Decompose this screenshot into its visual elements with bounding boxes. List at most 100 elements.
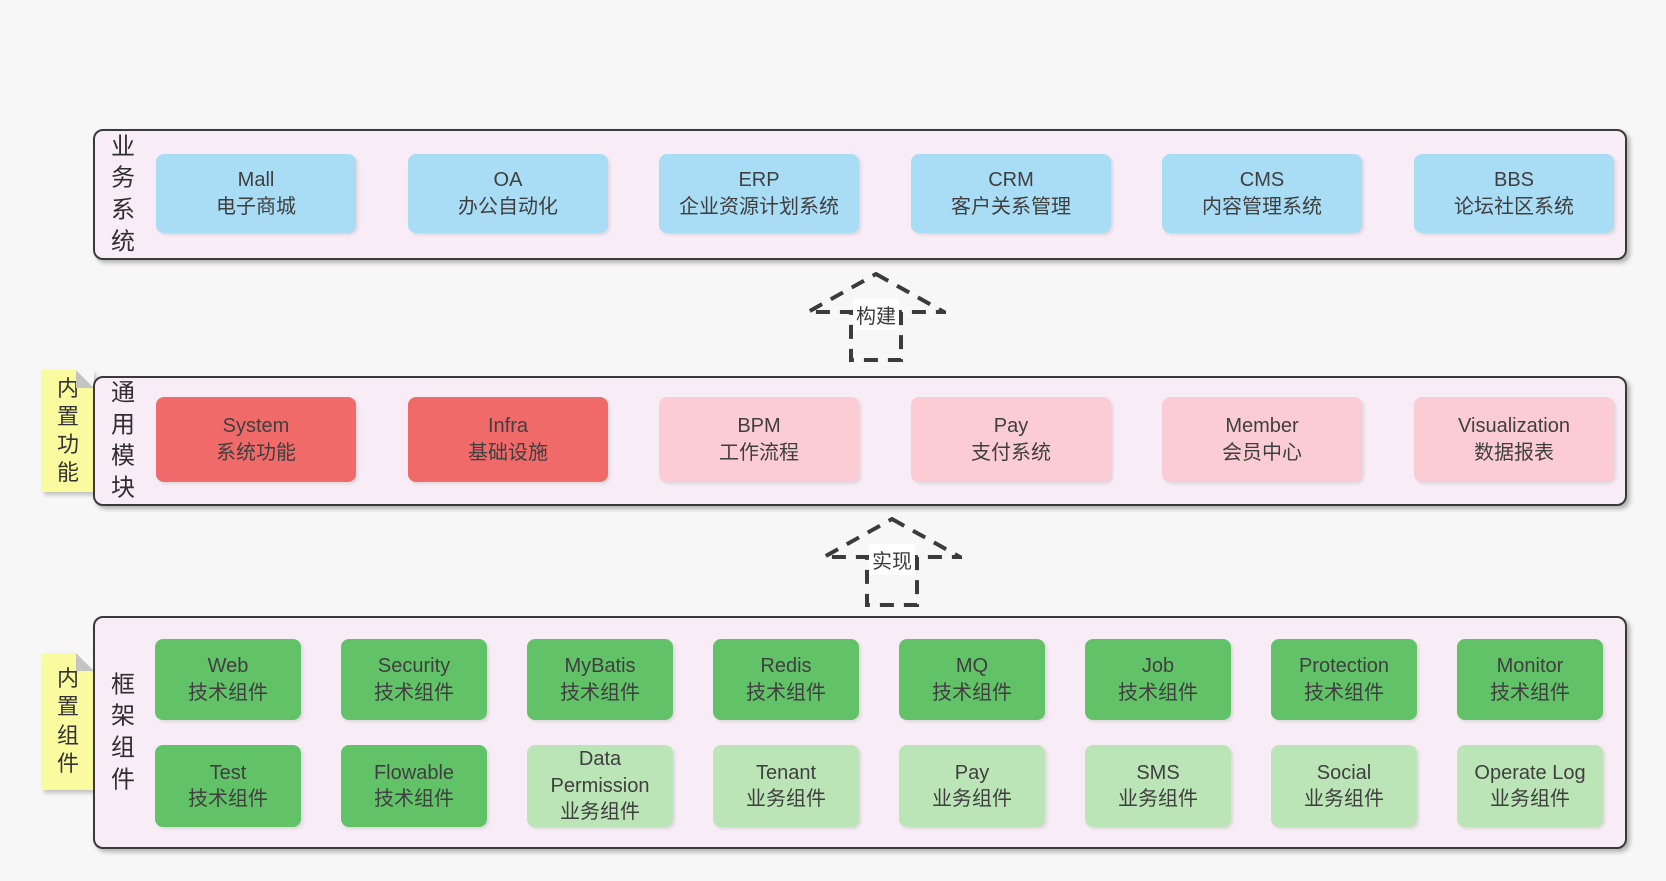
box-erp: ERP 企业资源计划系统: [659, 154, 859, 233]
box-visualization: Visualization 数据报表: [1414, 397, 1614, 482]
box-job: Job 技术组件: [1085, 639, 1231, 720]
sticky-tab-label: 内置组件: [56, 666, 79, 776]
box-mall: Mall 电子商城: [156, 154, 356, 233]
box-system: System 系统功能: [156, 397, 356, 482]
box-subtitle: 基础设施: [468, 441, 548, 464]
box-name: Security: [377, 655, 451, 678]
section-side-label: 业务系统: [111, 133, 135, 256]
sticky-tab-built-in-features: 内置功能: [42, 370, 94, 492]
box-subtitle: 技术组件: [1118, 681, 1198, 704]
box-subtitle: 支付系统: [971, 441, 1051, 464]
box-mq: MQ 技术组件: [899, 639, 1045, 720]
box-name: Job: [1141, 655, 1175, 678]
box-subtitle: 业务组件: [1490, 788, 1570, 810]
box-name: System: [222, 415, 290, 438]
box-social: Social 业务组件: [1271, 745, 1417, 827]
arrow-label: 实现: [869, 544, 915, 575]
box-name: Web: [207, 655, 249, 678]
box-redis: Redis 技术组件: [713, 639, 859, 720]
box-name: Mall: [237, 169, 275, 192]
box-subtitle: 技术组件: [560, 681, 640, 704]
box-name: BBS: [1493, 169, 1535, 192]
box-subtitle: 技术组件: [374, 788, 454, 810]
box-web: Web 技术组件: [155, 639, 301, 720]
box-name: MyBatis: [564, 655, 636, 678]
box-name: Redis: [760, 655, 812, 678]
box-subtitle: 办公自动化: [458, 195, 558, 218]
box-name: Member: [1225, 415, 1299, 438]
box-flowable: Flowable 技术组件: [341, 745, 487, 827]
sticky-tab-built-in-components: 内置组件: [42, 653, 94, 790]
box-subtitle: 论坛社区系统: [1454, 195, 1574, 218]
sticky-tab-label: 内置功能: [56, 375, 79, 486]
box-subtitle: 数据报表: [1474, 441, 1554, 464]
box-subtitle: 会员中心: [1222, 441, 1302, 464]
box-subtitle: 业务组件: [1304, 788, 1384, 810]
box-tenant: Tenant 业务组件: [713, 745, 859, 827]
box-subtitle: 技术组件: [1490, 681, 1570, 704]
box-pay: Pay 业务组件: [899, 745, 1045, 827]
box-subtitle: 技术组件: [188, 681, 268, 704]
box-name: Visualization: [1458, 415, 1570, 438]
box-name: ERP: [738, 169, 780, 192]
box-member: Member 会员中心: [1162, 397, 1362, 482]
box-name: BPM: [737, 415, 781, 438]
box-name: Pay: [993, 415, 1029, 438]
box-name: CRM: [988, 169, 1034, 192]
box-subtitle: 技术组件: [932, 681, 1012, 704]
box-subtitle: 技术组件: [188, 788, 268, 810]
box-name: Infra: [487, 415, 529, 438]
box-monitor: Monitor 技术组件: [1457, 639, 1603, 720]
box-name: Tenant: [755, 761, 817, 784]
box-name: Monitor: [1496, 655, 1564, 678]
box-name: Protection: [1298, 655, 1390, 678]
build-arrow: 构建: [806, 272, 946, 362]
box-subtitle: 业务组件: [1118, 788, 1198, 810]
box-subtitle: 业务组件: [560, 801, 640, 824]
box-oa: OA 办公自动化: [408, 154, 608, 233]
box-subtitle: 内容管理系统: [1202, 195, 1322, 218]
box-name: MQ: [955, 655, 989, 678]
box-name: Pay: [954, 761, 990, 784]
box-protection: Protection 技术组件: [1271, 639, 1417, 720]
box-cms: CMS 内容管理系统: [1162, 154, 1362, 233]
box-name: Social: [1316, 761, 1372, 784]
box-bpm: BPM 工作流程: [659, 397, 859, 482]
box-subtitle: 技术组件: [374, 681, 454, 704]
box-name: SMS: [1136, 761, 1180, 784]
box-mybatis: MyBatis 技术组件: [527, 639, 673, 720]
section-business-systems: 业务系统 Mall 电子商城 OA 办公自动化 ERP 企业资源计划系统 CRM 客户关系管理…: [93, 129, 1627, 260]
box-operate-log: Operate Log 业务组件: [1457, 745, 1603, 827]
box-crm: CRM 客户关系管理: [911, 154, 1111, 233]
box-subtitle: 业务组件: [932, 788, 1012, 810]
dashed-up-arrow-icon: [822, 517, 962, 607]
arrow-label: 构建: [853, 299, 899, 330]
box-subtitle: 系统功能: [216, 441, 296, 464]
box-subtitle: 电子商城: [216, 195, 296, 218]
box-pay: Pay 支付系统: [911, 397, 1111, 482]
box-subtitle: 企业资源计划系统: [679, 195, 839, 218]
box-name: CMS: [1239, 169, 1285, 192]
box-test: Test 技术组件: [155, 745, 301, 827]
box-name: Flowable: [373, 761, 455, 784]
box-subtitle: 技术组件: [1304, 681, 1384, 704]
box-name: OA: [493, 169, 523, 192]
box-name: Data Permission: [550, 748, 650, 797]
box-subtitle: 业务组件: [746, 788, 826, 810]
box-subtitle: 工作流程: [719, 441, 799, 464]
implement-arrow: 实现: [822, 517, 962, 607]
box-security: Security 技术组件: [341, 639, 487, 720]
box-infra: Infra 基础设施: [408, 397, 608, 482]
box-subtitle: 技术组件: [746, 681, 826, 704]
box-subtitle: 客户关系管理: [951, 195, 1071, 218]
box-data-permission: Data Permission 业务组件: [527, 745, 673, 827]
box-sms: SMS 业务组件: [1085, 745, 1231, 827]
dashed-up-arrow-icon: [806, 272, 946, 362]
section-side-label: 通用模块: [111, 379, 135, 502]
box-name: Test: [209, 761, 247, 784]
section-common-modules: 通用模块 System 系统功能 Infra 基础设施 BPM 工作流程 Pay 支付系统 Me…: [93, 376, 1627, 506]
section-side-label: 框架组件: [111, 671, 135, 794]
box-name: Operate Log: [1474, 761, 1586, 784]
